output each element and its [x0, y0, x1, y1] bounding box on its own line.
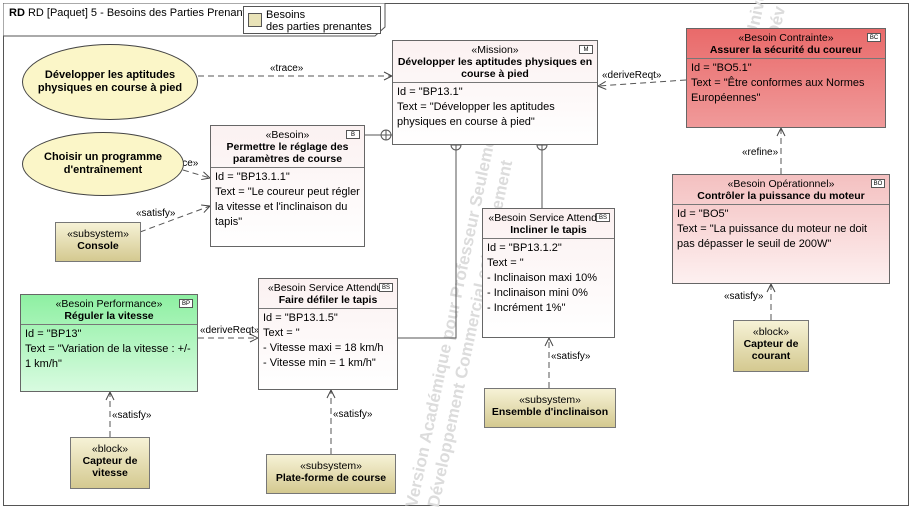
diagram-name: Besoins des parties prenantes [266, 9, 372, 33]
block-ensemble-inclinaison[interactable]: «subsystem»Ensemble d'inclinaison [484, 388, 616, 428]
requirement-text: Text = "Variation de la vitesse : +/- 1 … [25, 343, 191, 370]
besoin-icon: B [346, 130, 360, 139]
block-name: Plate-forme de course [275, 472, 387, 484]
requirement-text: - Vitesse min = 1 km/h" [263, 357, 376, 369]
requirement-name: Contrôler la puissance du moteur [697, 190, 865, 202]
requirement-id: Id = "BP13.1" [397, 86, 463, 98]
stereotype: «subsystem» [300, 460, 362, 472]
requirement-text: Text = "Le coureur peut régler la vitess… [215, 186, 360, 228]
requirement-id: Id = "BO5" [677, 208, 729, 220]
satisfy-label: «satisfy» [724, 291, 764, 302]
trace-edge-2[interactable] [182, 169, 210, 178]
requirement-id: Id = "BP13.1.1" [215, 171, 290, 183]
requirement-text: - Inclinaison maxi 10% [487, 272, 598, 284]
requirement-text: Text = "Développer les aptitudes physiqu… [397, 101, 555, 128]
stereotype: «block» [752, 326, 790, 338]
stereotype: «subsystem» [519, 394, 581, 406]
performance-icon: BP [179, 299, 193, 308]
derive-edge[interactable] [598, 79, 687, 86]
satisfy-label: «satisfy» [112, 410, 152, 421]
requirement-mission-bp13-1[interactable]: M «Mission»Développer les aptitudes phys… [392, 40, 598, 145]
diagram-icon [248, 13, 262, 27]
derive-label: «deriveReqt» [200, 325, 260, 336]
refine-label: «refine» [742, 147, 779, 158]
diagram-header: RD RD [Paquet] 5 - Besoins des Parties P… [3, 3, 386, 37]
block-capteur-vitesse[interactable]: «block»Capteur de vitesse [70, 437, 150, 489]
stereotype: «Besoin Performance» [55, 298, 163, 310]
requirement-bp13-1-2[interactable]: BS «Besoin Service Attendu»Incliner le t… [482, 208, 615, 338]
requirement-id: Id = "BP13.1.5" [263, 312, 338, 324]
satisfy-label: «satisfy» [333, 409, 373, 420]
requirement-name: Incliner le tapis [510, 224, 587, 236]
usecase-developper[interactable]: Développer les aptitudes physiques en co… [22, 44, 198, 120]
derive-label: «deriveReqt» [602, 70, 662, 81]
usecase-label: Choisir un programme d'entraînement [44, 151, 162, 176]
stereotype: «subsystem» [67, 228, 129, 240]
besoin-service-icon: BS [596, 213, 610, 222]
block-plate-forme[interactable]: «subsystem»Plate-forme de course [266, 454, 396, 494]
trace-label: «trace» [270, 63, 304, 74]
block-capteur-courant[interactable]: «block»Capteur de courant [733, 320, 809, 372]
requirement-text: Text = "La puissance du moteur ne doit p… [677, 223, 868, 250]
diagram-title-text: RD [Paquet] 5 - Besoins des Parties Pren… [27, 7, 264, 19]
block-name: Capteur de courant [743, 338, 799, 362]
stereotype: «Besoin Opérationnel» [727, 178, 835, 190]
satisfy-label: «satisfy» [136, 208, 176, 219]
requirement-text: Text = "Être conformes aux Normes Europé… [691, 77, 865, 104]
block-name: Ensemble d'inclinaison [491, 406, 609, 418]
stereotype: «Besoin Contrainte» [738, 32, 834, 44]
requirement-text: - Inclinaison mini 0% [487, 287, 588, 299]
block-name: Capteur de vitesse [82, 455, 138, 479]
containment-edge-bp1315[interactable] [398, 145, 457, 339]
requirement-text: Text = " [263, 327, 300, 339]
diagram-name-box[interactable]: Besoins des parties prenantes [243, 6, 381, 34]
contrainte-icon: BC [867, 33, 881, 42]
stereotype: «Besoin» [265, 129, 310, 141]
block-name: Console [77, 240, 119, 252]
besoin-service-icon: BS [379, 283, 393, 292]
requirement-text: - Incrément 1%" [487, 302, 566, 314]
requirement-bo5[interactable]: BO «Besoin Opérationnel»Contrôler la pui… [672, 174, 890, 284]
diagram-title: RD RD [Paquet] 5 - Besoins des Parties P… [9, 7, 264, 19]
requirement-bp13[interactable]: BP «Besoin Performance»Réguler la vitess… [20, 294, 198, 392]
satisfy-label: «satisfy» [551, 351, 591, 362]
satisfy-edge-console[interactable] [139, 206, 210, 233]
diagram-frame [3, 3, 909, 506]
operationnel-icon: BO [871, 179, 885, 188]
requirement-text: Text = " [487, 257, 524, 269]
block-console[interactable]: «subsystem»Console [55, 222, 141, 262]
stereotype: «Besoin Service Attendu» [267, 282, 389, 294]
requirement-text: - Vitesse maxi = 18 km/h [263, 342, 384, 354]
requirement-name: Assurer la sécurité du coureur [709, 44, 863, 56]
requirement-bo5-1[interactable]: BC «Besoin Contrainte»Assurer la sécurit… [686, 28, 886, 128]
requirement-name: Faire défiler le tapis [278, 294, 378, 306]
requirement-name: Permettre le réglage des paramètres de c… [226, 141, 349, 165]
requirement-id: Id = "BO5.1" [691, 62, 752, 74]
requirement-bp13-1-1[interactable]: B «Besoin»Permettre le réglage des param… [210, 125, 365, 247]
requirement-id: Id = "BP13.1.2" [487, 242, 562, 254]
stereotype: «Mission» [471, 44, 519, 56]
requirement-bp13-1-5[interactable]: BS «Besoin Service Attendu»Faire défiler… [258, 278, 398, 390]
usecase-label: Développer les aptitudes physiques en co… [37, 69, 183, 94]
usecase-choisir-programme[interactable]: Choisir un programme d'entraînement [22, 132, 184, 196]
stereotype: «Besoin Service Attendu» [488, 212, 609, 224]
requirement-id: Id = "BP13" [25, 328, 82, 340]
requirement-name: Réguler la vitesse [64, 310, 154, 322]
mission-icon: M [579, 45, 593, 54]
stereotype: «block» [91, 443, 129, 455]
requirement-name: Développer les aptitudes physiques en co… [397, 56, 593, 80]
